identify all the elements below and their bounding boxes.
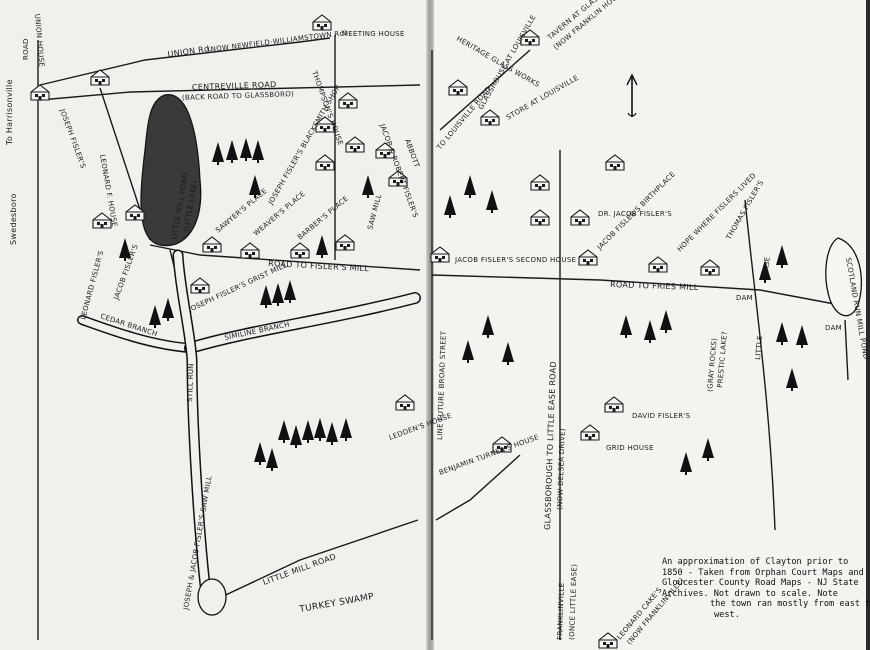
still-run-inner bbox=[174, 251, 209, 589]
road-to-fislers-mill-line bbox=[149, 244, 421, 271]
glassborough-now-label: (NOW DELSEA DRIVE) bbox=[556, 428, 567, 510]
dam-label: DAM bbox=[736, 294, 753, 302]
abbott-label: ABBOTT bbox=[403, 138, 421, 169]
benjamin-turner-label: BENJAMIN TURNER'S HOUSE bbox=[438, 433, 540, 477]
compass-rose bbox=[626, 73, 638, 117]
jacob-second-house-label: JACOB FISLER'S SECOND HOUSE bbox=[454, 256, 576, 264]
store-louisville-label: STORE AT LOUISVILLE bbox=[505, 74, 580, 122]
little-label: LITTLE bbox=[754, 335, 764, 360]
saw-mill-pond bbox=[197, 578, 227, 616]
turkey-swamp-label: TURKEY SWAMP bbox=[298, 592, 375, 615]
meeting-house-label: MEETING HOUSE bbox=[342, 30, 405, 38]
centreville-road-line bbox=[39, 84, 421, 101]
houses bbox=[30, 14, 720, 649]
franklinville-sub-label: (ONCE LITTLE EASE) bbox=[568, 564, 579, 640]
benjamin-road bbox=[435, 454, 521, 521]
road-to-fries-mill-label: ROAD TO FRIES MILL bbox=[610, 280, 699, 292]
joseph-blacksmith-label: JOSEPH FISLER'S BLACKSMITH SHOP bbox=[266, 84, 342, 207]
leonard-fislers-label: LEONARD FISLER'S bbox=[79, 249, 105, 320]
cedar-branch-inner bbox=[78, 316, 194, 352]
centreville-road-label: CENTREVILLE ROAD bbox=[192, 80, 277, 92]
caption-line-6: west. bbox=[714, 609, 740, 620]
map-caption: An approximation of Clayton prior to 185… bbox=[662, 557, 870, 621]
barber-place-label: BARBER'S PLACE bbox=[296, 195, 350, 242]
line-future-broad-label: LINE FUTURE BROAD STREET bbox=[436, 330, 448, 440]
caption-line-5: the town ran mostly from east to bbox=[710, 599, 870, 610]
heritage-diag bbox=[439, 49, 531, 131]
swedesboro-label: Swedesboro bbox=[9, 193, 18, 245]
caption-line-3: Gloucester County Road Maps - NJ State bbox=[662, 578, 859, 589]
scotland-run-pond bbox=[825, 237, 863, 317]
mill-pond-shape bbox=[140, 94, 202, 247]
map-labels: UNION Rd. (NOW NEWFIELD·WILLIAMSTOWN Rd)… bbox=[5, 0, 870, 646]
to-harrisonville-label: To Harrisonville bbox=[5, 79, 14, 146]
jacob-robert-fisler-label: JACOB & ROBERT FISLER'S bbox=[378, 122, 420, 219]
caption-line-1: An approximation of Clayton prior to bbox=[662, 557, 849, 567]
david-fislers-label: DAVID FISLER'S bbox=[632, 412, 691, 420]
little-mill-road-label: LITTLE MILL ROAD bbox=[262, 552, 338, 587]
similine-branch-inner bbox=[185, 293, 420, 353]
harrisonville-road-word: ROAD bbox=[22, 38, 30, 60]
right-roads bbox=[431, 49, 849, 640]
road-to-fries-mill-line bbox=[431, 274, 841, 306]
franklinville-label: FRANKLINVILLE bbox=[556, 582, 566, 640]
little-mill-road-line bbox=[214, 519, 419, 601]
union-road-label: UNION Rd. bbox=[167, 44, 213, 59]
ease-label: EASE bbox=[762, 256, 772, 276]
joseph-fislers-label: JOSEPH FISLER'S bbox=[58, 107, 87, 170]
dam-label-2: DAM bbox=[825, 324, 842, 332]
caption-line-4: Archives. Not drawn to scale. Note bbox=[662, 588, 838, 599]
dr-jacob-fislers-label: DR. JACOB FISLER'S bbox=[598, 210, 672, 218]
union-road-line bbox=[39, 37, 331, 86]
still-run-label: STILL RUN bbox=[186, 363, 195, 402]
east-creek bbox=[844, 319, 849, 381]
little-ease-line bbox=[744, 199, 776, 531]
union-house-label: UNION HOUSE bbox=[33, 13, 46, 67]
centreville-road-now-label: (BACK ROAD TO GLASSBORO) bbox=[182, 90, 294, 102]
union-road-now-label: (NOW NEWFIELD·WILLIAMSTOWN Rd) bbox=[207, 29, 347, 54]
saw-mill-label: SAW MILL bbox=[366, 193, 383, 230]
caption-line-2: 1850 - Taken from Orphan Court Maps and bbox=[662, 567, 864, 578]
book-gutter bbox=[426, 0, 434, 650]
grid-house-label: GRID HOUSE bbox=[606, 444, 654, 452]
trees bbox=[119, 138, 808, 475]
